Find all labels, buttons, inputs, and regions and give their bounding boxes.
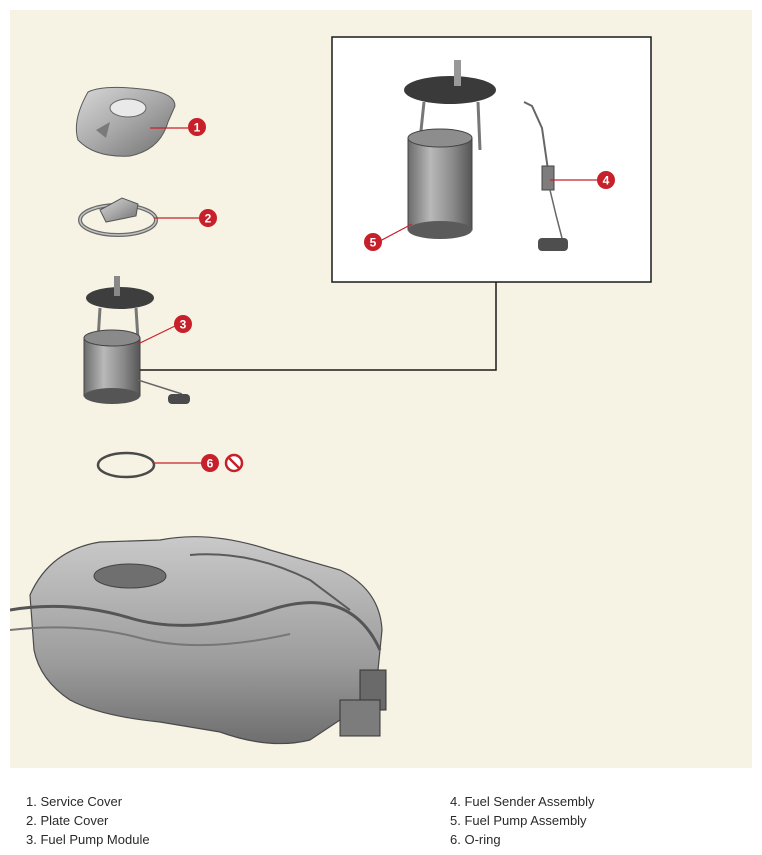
callout-2-label: 2 [205,212,212,226]
legend-right-column: 4. Fuel Sender Assembly 5. Fuel Pump Ass… [450,792,595,849]
legend-item-o-ring: 6. O-ring [450,832,501,847]
callout-5-label: 5 [370,236,377,250]
legend-item-fuel-pump-module: 3. Fuel Pump Module [26,832,150,847]
diagram-canvas: 1 2 3 4 5 6 [10,36,652,745]
callout-6-label: 6 [207,457,214,471]
callout-3: 3 [174,315,192,333]
exploded-diagram: 1 2 3 4 5 6 [10,10,752,768]
callout-2: 2 [199,209,217,227]
detail-connector-line [140,282,497,371]
callout-1-label: 1 [194,121,201,135]
callout-3-label: 3 [180,318,187,332]
legend-item-service-cover: 1. Service Cover [26,794,123,809]
leader-lines [137,127,598,464]
fuel-sender-assembly-part [523,101,568,251]
plate-cover-part [78,197,158,237]
callout-6: 6 [201,454,219,472]
service-cover-part [75,86,176,157]
fuel-pump-module-part [83,276,190,404]
legend-item-plate-cover: 2. Plate Cover [26,813,109,828]
o-ring-part [96,451,156,479]
legend-left-column: 1. Service Cover 2. Plate Cover 3. Fuel … [26,792,150,849]
fuel-tank-part [10,536,387,745]
callout-1: 1 [188,118,206,136]
callout-4-label: 4 [603,174,610,188]
legend-item-fuel-pump-assembly: 5. Fuel Pump Assembly [450,813,587,828]
prohibited-icon [224,453,244,473]
legend-item-fuel-sender-assembly: 4. Fuel Sender Assembly [450,794,595,809]
fuel-pump-assembly-part [404,60,496,239]
callout-4: 4 [597,171,615,189]
detail-box [331,36,652,283]
callout-5: 5 [364,233,382,251]
